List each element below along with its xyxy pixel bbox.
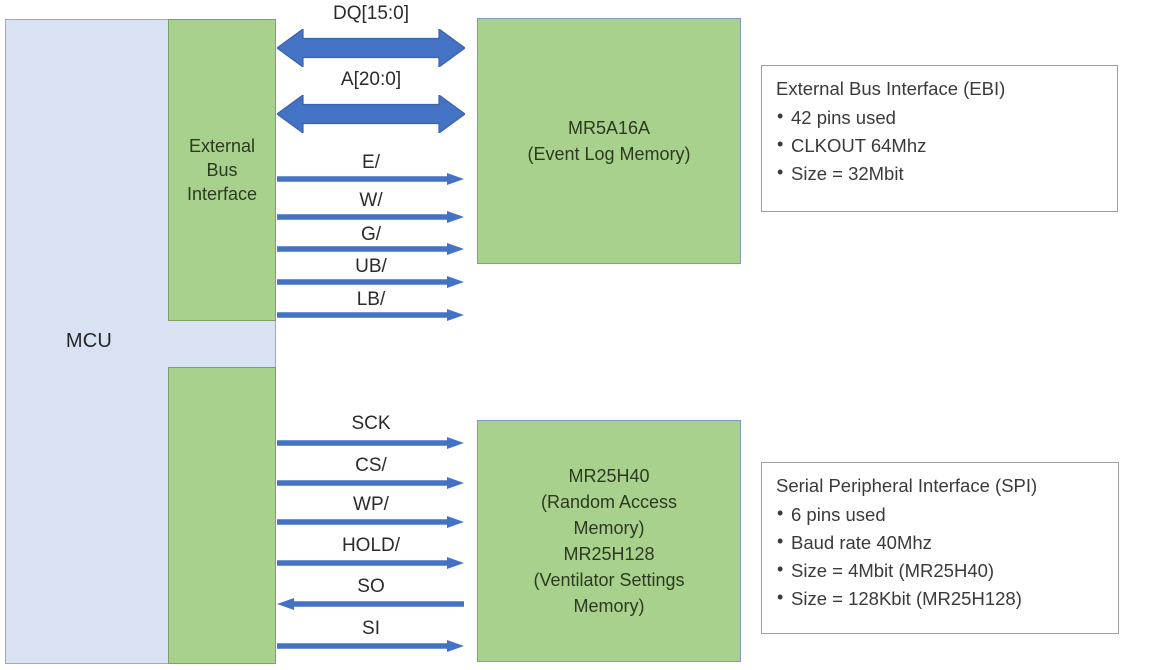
signal-arrow-g xyxy=(277,243,464,255)
mr25h128-line-3: Memory) xyxy=(573,596,645,617)
signal-arrow-lb xyxy=(277,309,464,321)
signal-arrow-ub xyxy=(277,276,464,288)
signal-label-dq: DQ[15:0] xyxy=(332,3,410,24)
ebi-label-line-2: Bus xyxy=(206,159,238,180)
signal-label-sck: SCK xyxy=(351,413,391,434)
memory-block-mr5a16a: MR5A16A (Event Log Memory) xyxy=(477,18,741,264)
info-spi-bullet-2: Baud rate 40Mhz xyxy=(776,528,1104,557)
info-box-spi: Serial Peripheral Interface (SPI) 6 pins… xyxy=(761,462,1119,634)
info-spi-bullet-1: 6 pins used xyxy=(776,500,1104,529)
spi-interface-block xyxy=(168,367,276,664)
mr25h40-line-1: MR25H40 xyxy=(568,465,650,486)
signal-arrow-sck xyxy=(277,437,464,449)
ebi-label-line-1: External xyxy=(188,135,256,156)
signal-arrow-cs xyxy=(277,477,464,489)
mr25h40-line-2: (Random Access xyxy=(540,491,678,512)
memory-block-mr25h40-mr25h128: MR25H40 (Random Access Memory) MR25H128 … xyxy=(477,420,741,662)
signal-label-g: G/ xyxy=(360,224,382,245)
signal-arrow-a xyxy=(277,95,465,133)
signal-arrow-si xyxy=(277,640,464,652)
ebi-label-line-3: Interface xyxy=(186,184,258,205)
signal-label-cs: CS/ xyxy=(355,455,387,476)
info-ebi-bullet-1: 42 pins used xyxy=(776,103,1103,132)
info-ebi-bullets: 42 pins used CLKOUT 64Mhz Size = 32Mbit xyxy=(776,103,1103,188)
info-spi-bullets: 6 pins used Baud rate 40Mhz Size = 4Mbit… xyxy=(776,500,1104,613)
mr5a16a-line-2: (Event Log Memory) xyxy=(527,144,691,164)
info-ebi-bullet-2: CLKOUT 64Mhz xyxy=(776,131,1103,160)
signal-arrow-dq xyxy=(277,29,465,67)
signal-label-lb: LB/ xyxy=(356,289,386,310)
signal-label-si: SI xyxy=(362,618,380,639)
signal-label-e: E/ xyxy=(362,152,380,173)
mr5a16a-line-1: MR5A16A xyxy=(567,117,651,138)
signal-label-so: SO xyxy=(357,576,385,597)
signal-arrow-so xyxy=(277,598,464,610)
external-bus-interface-block: External Bus Interface xyxy=(168,19,276,321)
info-spi-title: Serial Peripheral Interface (SPI) xyxy=(776,475,1038,496)
info-ebi-bullet-3: Size = 32Mbit xyxy=(776,159,1103,188)
signal-arrow-w xyxy=(277,211,464,223)
mr25h128-line-2: (Ventilator Settings xyxy=(533,570,685,591)
mr25h40-line-3: Memory) xyxy=(573,517,645,538)
mr25h128-line-1: MR25H128 xyxy=(563,544,655,564)
signal-label-ub: UB/ xyxy=(355,256,387,277)
signal-label-w: W/ xyxy=(359,190,383,211)
signal-label-hold: HOLD/ xyxy=(341,535,401,556)
info-spi-bullet-3: Size = 4Mbit (MR25H40) xyxy=(776,556,1104,585)
signal-arrow-hold xyxy=(277,557,464,569)
signal-label-a: A[20:0] xyxy=(340,69,402,90)
info-box-ebi: External Bus Interface (EBI) 42 pins use… xyxy=(761,65,1118,212)
signal-arrow-wp xyxy=(277,516,464,528)
mcu-label: MCU xyxy=(65,330,113,352)
signal-label-wp: WP/ xyxy=(353,494,389,515)
info-ebi-title: External Bus Interface (EBI) xyxy=(776,78,1006,99)
signal-arrow-e xyxy=(277,173,464,185)
info-spi-bullet-4: Size = 128Kbit (MR25H128) xyxy=(776,584,1104,613)
